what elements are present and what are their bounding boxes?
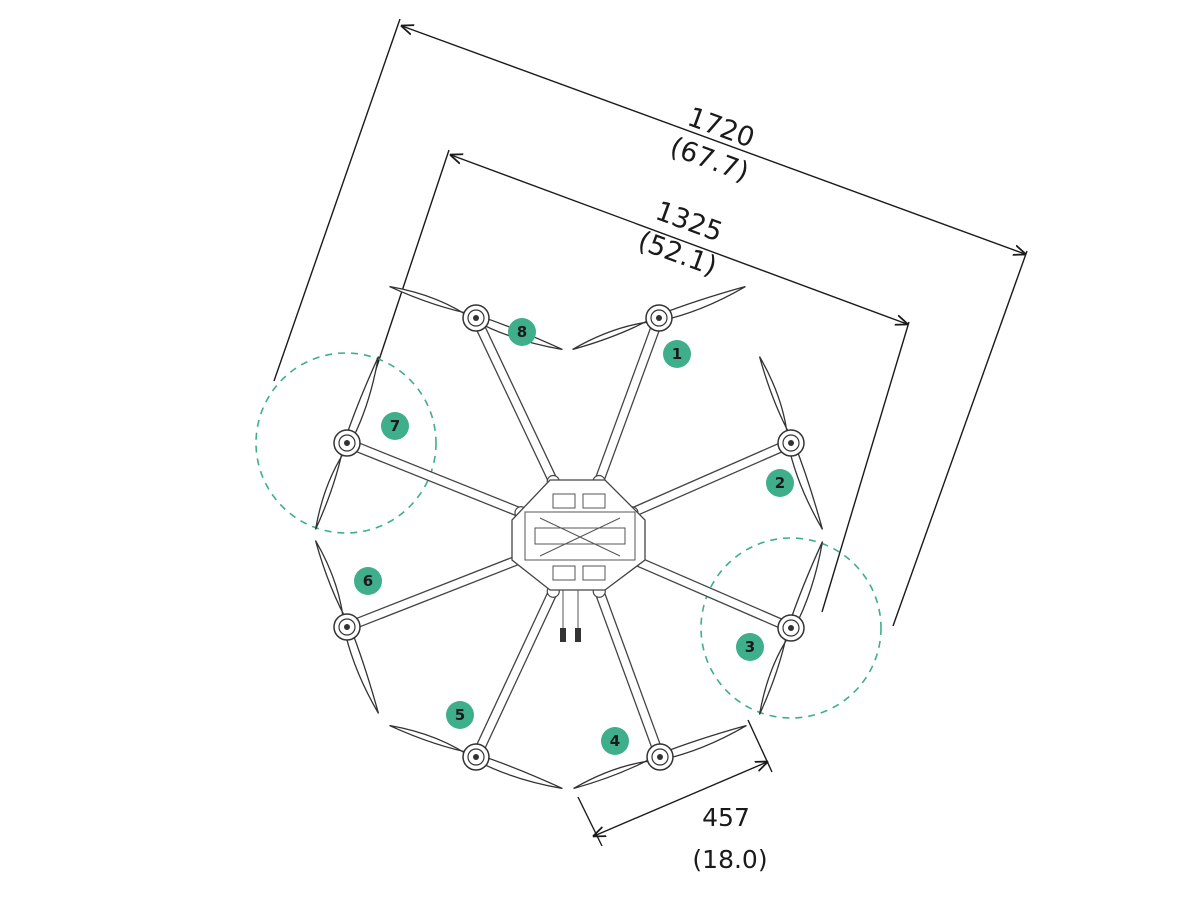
propeller-blade-1 [787,541,824,630]
propeller-blade-2 [573,753,662,790]
antenna-tip-left [560,628,566,642]
propeller-blade-2 [314,540,351,629]
center-body [511,479,646,642]
dimension-propeller-in: (18.0) [692,845,767,874]
badge-circle [766,469,794,497]
antenna-tip-right [575,628,581,642]
badge-circle [381,412,409,440]
connector-bottom-left [552,565,576,581]
arm-badge-5: 5 [446,701,474,729]
extension-line-left [273,18,401,382]
arm-tube [588,573,666,760]
cross-brace-b [539,517,621,557]
motor-hub [656,315,662,321]
badge-number: 1 [672,345,682,363]
motor-bell [782,434,800,452]
badge-circle [508,318,536,346]
badge-circle [446,701,474,729]
extension-line-right-wheelbase [821,321,910,613]
arm-8 [389,285,566,500]
badge-number: 7 [390,417,400,435]
badge-number: 8 [517,323,527,341]
motor-hub [344,624,350,630]
propeller-blade-2 [389,724,478,761]
dimension-propeller: 457 (18.0) [577,719,773,874]
propeller-blade-2 [758,356,795,445]
connector-top-left [552,493,576,509]
motor-bell [338,618,356,636]
motor-hub [473,315,479,321]
battery-tray [524,511,636,561]
arm-2 [614,356,824,530]
propeller-blade-2 [389,285,478,322]
arm-badge-4: 4 [601,727,629,755]
motor-hub [788,440,794,446]
motor-bell [467,748,485,766]
arm-tube [471,573,566,760]
propeller-blade-2 [758,626,795,715]
motor-hub [344,440,350,446]
badge-circle [736,633,764,661]
arm-badge-7: 7 [381,412,409,440]
battery [534,527,626,545]
extension-line-prop-right [747,719,773,773]
badge-number: 4 [610,732,620,750]
badge-circle [354,567,382,595]
arm-badge-2: 2 [766,469,794,497]
rotor-circle-3 [700,537,882,719]
arm-tube [588,315,665,500]
dimension-line-propeller [594,762,767,836]
arm-badge-8: 8 [508,318,536,346]
badge-number: 2 [775,474,785,492]
motor-bell [651,748,669,766]
propeller-blade-1 [343,356,380,445]
connector-bottom-right [582,565,606,581]
badge-number: 3 [745,638,755,656]
arm-badge-6: 6 [354,567,382,595]
badge-circle [663,340,691,368]
motor-bell [650,309,668,327]
badge-circle [601,727,629,755]
arm-4 [573,573,747,790]
propeller-blade-1 [474,753,563,790]
motor-bell [782,619,800,637]
motor-hub [657,754,663,760]
extension-line-right [892,250,1028,627]
dimension-line-overall [402,26,1025,254]
arm-1 [572,285,746,500]
arms-layer [314,285,824,790]
arm-badge-3: 3 [736,633,764,661]
extension-line-prop-left [577,796,603,847]
badge-number: 5 [455,706,465,724]
propeller-blade-2 [314,441,351,530]
dimension-propeller-mm: 457 [702,803,750,832]
badge-number: 6 [363,572,373,590]
center-plate [511,479,646,591]
motor-bell [467,309,485,327]
propeller-blade-1 [787,441,824,530]
motor-hub [473,754,479,760]
dimension-line-wheelbase [451,155,907,324]
propeller-blade-2 [572,314,661,351]
motor-bell [338,434,356,452]
arm-5 [389,573,566,790]
propeller-blade-1 [657,285,746,322]
motor-hub [788,625,794,631]
propeller-blade-1 [658,724,747,761]
arm-badge-1: 1 [663,340,691,368]
propeller-blade-1 [343,625,380,714]
arm-3 [614,541,824,715]
arm-tube [344,437,540,525]
arm-6 [314,540,540,714]
connector-top-right [582,493,606,509]
rotor-circle-7 [255,352,437,534]
